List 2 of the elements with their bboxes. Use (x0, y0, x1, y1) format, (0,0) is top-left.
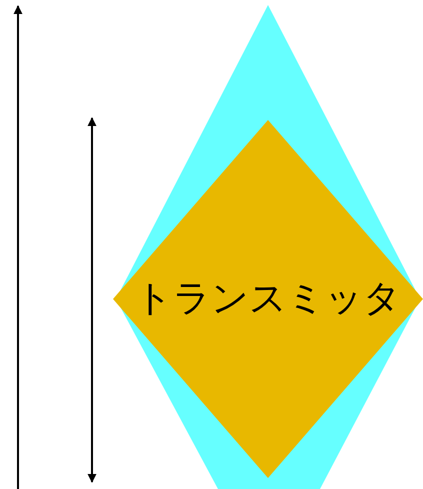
node-label: トランスミッタ (135, 278, 401, 320)
diamond-node (113, 120, 423, 478)
